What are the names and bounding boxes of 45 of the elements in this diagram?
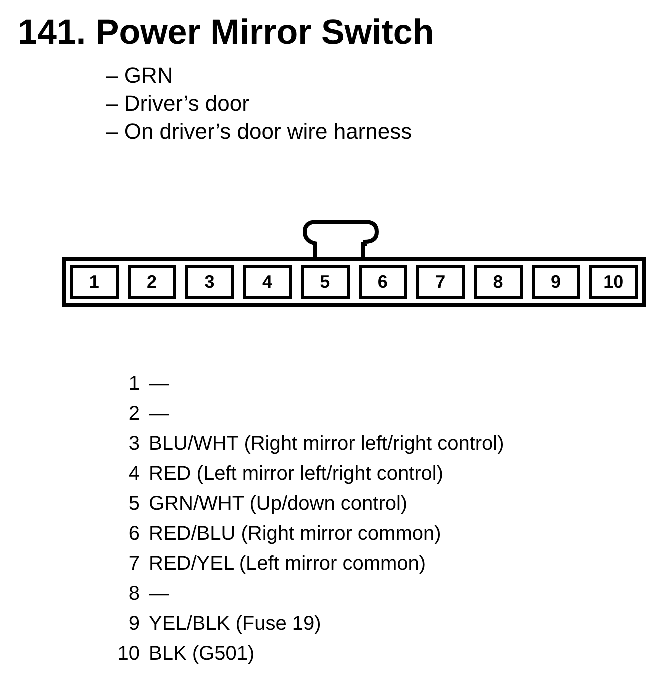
pin-cavity	[358, 265, 408, 299]
pin-cavity	[70, 265, 119, 299]
pin-cavity	[474, 265, 523, 299]
pin-number: 8	[128, 582, 140, 606]
pin-number: 1	[128, 372, 140, 396]
pin-number: 6	[378, 272, 388, 292]
pin-cavity	[243, 265, 292, 299]
wire-description: BLK (G501)	[149, 642, 256, 666]
pin-number: 1	[89, 272, 100, 292]
pin-number: 9	[128, 612, 140, 636]
pin-cavity	[416, 265, 465, 299]
wire-description: —	[149, 402, 170, 426]
wire-description: RED (Left mirror left/right control)	[149, 462, 445, 486]
note-text: – Driver’s door	[106, 92, 250, 116]
pin-cavity	[185, 265, 234, 299]
pin-number: 3	[204, 272, 215, 292]
pin-number: 5	[128, 492, 140, 516]
wire-description: RED/YEL (Left mirror common)	[149, 552, 428, 576]
pin-number: 5	[320, 272, 330, 292]
pin-number: 4	[128, 462, 140, 486]
pin-cavity	[532, 265, 580, 299]
note-text: – On driver’s door wire harness	[106, 120, 412, 144]
pin-number: 6	[128, 522, 140, 546]
pin-cavity	[589, 265, 638, 299]
pin-number: 7	[128, 552, 140, 576]
pin-number: 8	[493, 272, 504, 292]
pin-cavity	[300, 265, 350, 299]
wire-description: RED/BLU (Right mirror common)	[149, 522, 442, 546]
wire-description: —	[149, 582, 170, 606]
title: 141. Power Mirror Switch	[18, 14, 434, 52]
pin-number: 7	[436, 272, 446, 292]
wire-description: YEL/BLK (Fuse 19)	[149, 612, 322, 636]
pin-number: 9	[550, 272, 561, 292]
wire-description: BLU/WHT (Right mirror left/right control)	[149, 432, 504, 456]
pin-number: 2	[128, 402, 140, 426]
pin-number: 3	[128, 432, 140, 456]
pin-number: 10	[116, 642, 140, 666]
note-text: – GRN	[106, 64, 174, 88]
pin-cavity	[128, 265, 176, 299]
wire-description: GRN/WHT (Up/down control)	[149, 492, 409, 516]
connector-body	[62, 257, 646, 307]
pin-number: 2	[147, 272, 158, 292]
pin-number: 10	[604, 272, 624, 292]
pin-number: 4	[262, 272, 272, 292]
wire-description: —	[149, 372, 170, 396]
